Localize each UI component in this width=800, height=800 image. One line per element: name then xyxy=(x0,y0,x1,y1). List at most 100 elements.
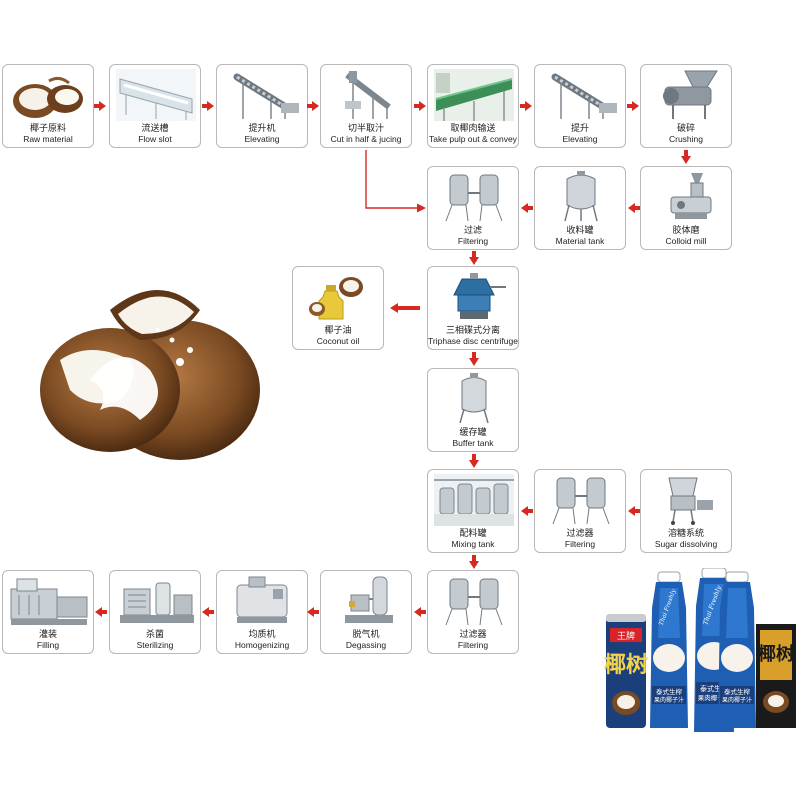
step-label-cn: 脱气机 xyxy=(352,629,380,639)
step-colloid-mill: 胶体磨 Colloid mill xyxy=(640,166,732,250)
flow-arrow-left xyxy=(202,607,214,617)
flow-arrow-down xyxy=(469,454,479,468)
step-coconut-oil: 椰子油 Coconut oil xyxy=(292,266,384,350)
step-label-cn: 过滤器 xyxy=(459,629,487,639)
step-label-cn: 配料罐 xyxy=(459,528,487,538)
twin-filter-icon xyxy=(434,575,514,627)
step-label-cn: 提升 xyxy=(570,123,589,133)
flow-arrow-left xyxy=(628,506,640,516)
step-label-en: Filtering xyxy=(457,640,489,650)
step-elevating-2: 提升 Elevating xyxy=(534,64,626,148)
flow-arrow-right xyxy=(627,101,639,111)
step-label-en: Crushing xyxy=(668,134,704,144)
step-label-cn: 溶糖系统 xyxy=(667,528,704,538)
flow-arrow-down xyxy=(469,352,479,366)
step-label-cn: 破碎 xyxy=(676,123,695,133)
product-packaging-illustration: 王牌 椰树 Thai Freshly 泰式生榨 果肉椰子汁 Thai Fresh… xyxy=(600,567,800,743)
step-label-en: Mixing tank xyxy=(451,539,495,549)
flow-arrow-right xyxy=(414,101,426,111)
step-homogenizing: 均质机 Homogenizing xyxy=(216,570,308,654)
juice-flow-line xyxy=(365,150,418,209)
flow-arrow-left xyxy=(628,203,640,213)
step-degassing: 脱气机 Degassing xyxy=(320,570,412,654)
step-label-en: Filtering xyxy=(564,539,596,549)
twin-filter-icon xyxy=(434,171,514,223)
step-label-cn: 流送槽 xyxy=(141,123,169,133)
step-filtering-1: 过滤 Filtering xyxy=(427,166,519,250)
juice-flow-arrowhead xyxy=(417,203,426,213)
step-buffer-tank: 缓存罐 Buffer tank xyxy=(427,368,519,452)
elevator-icon xyxy=(541,69,621,121)
step-label-en: Buffer tank xyxy=(452,438,494,448)
product-box: 椰树 xyxy=(756,624,796,728)
product-bottle-1: Thai Freshly 泰式生榨 果肉椰子汁 xyxy=(650,571,688,728)
mixing-tanks-icon xyxy=(434,474,514,526)
step-take-pulp: 取椰肉输送 Take pulp out & convey xyxy=(427,64,519,148)
step-label-cn: 椰子原料 xyxy=(29,123,66,133)
step-label-cn: 缓存罐 xyxy=(459,427,487,437)
step-label-en: Sugar dissolving xyxy=(654,539,718,549)
bottle-label-line1: 泰式生榨 xyxy=(656,687,683,696)
step-filtering-3: 过滤器 Filtering xyxy=(427,570,519,654)
can-brand-text: 王牌 xyxy=(617,630,635,642)
flow-arrow-left xyxy=(521,506,533,516)
bottle-label-line2: 果肉椰子汁 xyxy=(654,696,684,704)
flow-slot-icon xyxy=(116,69,196,121)
box-main-text: 椰树 xyxy=(758,643,794,665)
step-label-cn: 杀菌 xyxy=(145,629,164,639)
step-label-en: Raw material xyxy=(23,134,73,144)
step-label-en: Colloid mill xyxy=(665,236,707,246)
step-label-cn: 椰子油 xyxy=(324,325,352,335)
crusher-icon xyxy=(647,69,727,121)
elevator-icon xyxy=(223,69,303,121)
step-label-en: Cut in half & jucing xyxy=(330,134,402,144)
step-label-cn: 取椰肉输送 xyxy=(450,123,496,133)
degasser-icon xyxy=(327,575,407,627)
flow-arrow-down xyxy=(469,555,479,569)
centrifuge-icon xyxy=(434,271,514,323)
flow-arrow-left xyxy=(521,203,533,213)
step-flow-slot: 流送槽 Flow slot xyxy=(109,64,201,148)
flow-arrow-right xyxy=(520,101,532,111)
bottle-label-line1: 泰式生榨 xyxy=(700,684,728,693)
step-label-en: Degassing xyxy=(345,640,387,650)
step-filtering-2: 过滤器 Filtering xyxy=(534,469,626,553)
step-label-en: Take pulp out & convey xyxy=(429,134,517,144)
step-crushing: 破碎 Crushing xyxy=(640,64,732,148)
step-label-cn: 切半取汁 xyxy=(347,123,384,133)
step-label-cn: 均质机 xyxy=(248,629,276,639)
step-label-cn: 收料罐 xyxy=(566,225,594,235)
sugar-system-icon xyxy=(647,474,727,526)
cutting-machine-icon xyxy=(327,69,407,121)
flow-arrow-left xyxy=(414,607,426,617)
conveyor-icon xyxy=(434,69,514,121)
step-label-en: Filtering xyxy=(457,236,489,246)
step-elevating-1: 提升机 Elevating xyxy=(216,64,308,148)
step-label-en: Elevating xyxy=(244,134,280,144)
step-filling: 灌装 Filling xyxy=(2,570,94,654)
step-label-en: Coconut oil xyxy=(316,336,360,346)
can-main-text: 椰树 xyxy=(604,652,648,678)
flow-arrow-left xyxy=(307,607,319,617)
product-can: 王牌 椰树 xyxy=(604,614,648,728)
step-label-en: Flow slot xyxy=(138,134,172,144)
homogenizer-icon xyxy=(223,575,303,627)
step-label-en: Filling xyxy=(36,640,60,650)
step-label-cn: 灌装 xyxy=(38,629,57,639)
flow-arrow-left xyxy=(95,607,107,617)
step-label-en: Sterilizing xyxy=(136,640,174,650)
filling-machine-icon xyxy=(9,575,89,627)
colloid-mill-icon xyxy=(647,171,727,223)
tank-icon xyxy=(541,171,621,223)
step-label-en: Material tank xyxy=(555,236,605,246)
flow-arrow-down xyxy=(469,251,479,265)
step-label-cn: 三相碟式分离 xyxy=(445,325,500,335)
coconut-icon xyxy=(9,69,89,121)
flow-arrow-right xyxy=(94,101,106,111)
step-mixing-tank: 配料罐 Mixing tank xyxy=(427,469,519,553)
step-sugar-dissolving: 溶糖系统 Sugar dissolving xyxy=(640,469,732,553)
tank-icon xyxy=(434,373,514,425)
coconut-splash-illustration xyxy=(30,270,270,475)
step-label-cn: 胶体磨 xyxy=(672,225,700,235)
